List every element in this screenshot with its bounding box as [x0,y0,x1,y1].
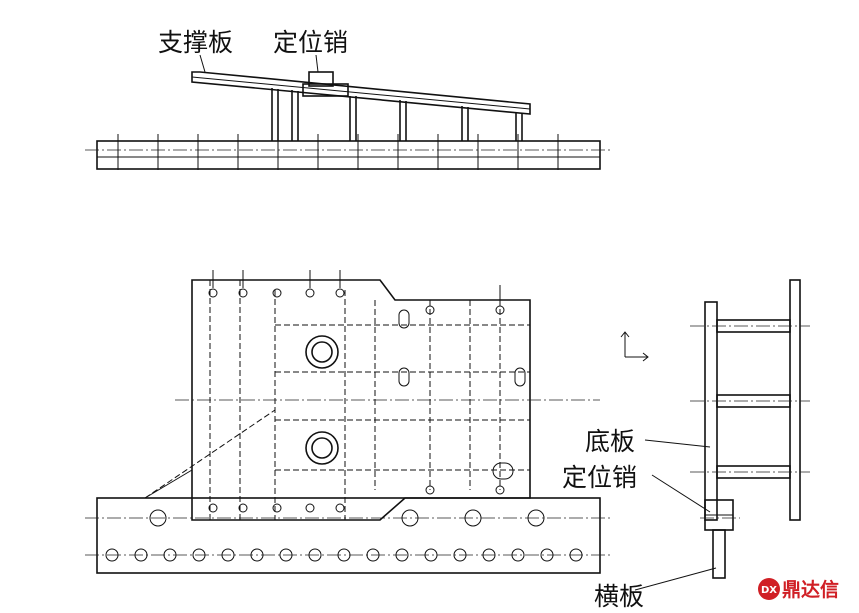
elevation-base-rail [96,140,601,170]
direction-arrow-icon [620,331,649,362]
brand-logo-icon [758,578,780,600]
label-cross-plate: 横板 [594,582,644,611]
plan-locating-pins [305,335,339,465]
elevation-view [85,54,610,170]
brand-logo-glyph: DX [761,585,777,596]
label-support-plate: 支撑板 [158,28,233,57]
elevation-locating-pin [308,71,334,87]
plan-cross-rail [96,497,601,574]
brand-watermark: DX 鼎达信 [758,578,839,601]
rail-holes-row [105,548,583,562]
label-locating-pin-side: 定位销 [562,463,637,492]
label-locating-pin-top: 定位销 [273,28,348,57]
brand-name: 鼎达信 [782,578,839,601]
side-view [634,279,810,591]
label-base-plate: 底板 [585,427,635,456]
side-base-plate [704,301,718,521]
plan-view [85,270,612,574]
plan-base-plate [191,279,531,521]
support-posts [271,88,523,141]
